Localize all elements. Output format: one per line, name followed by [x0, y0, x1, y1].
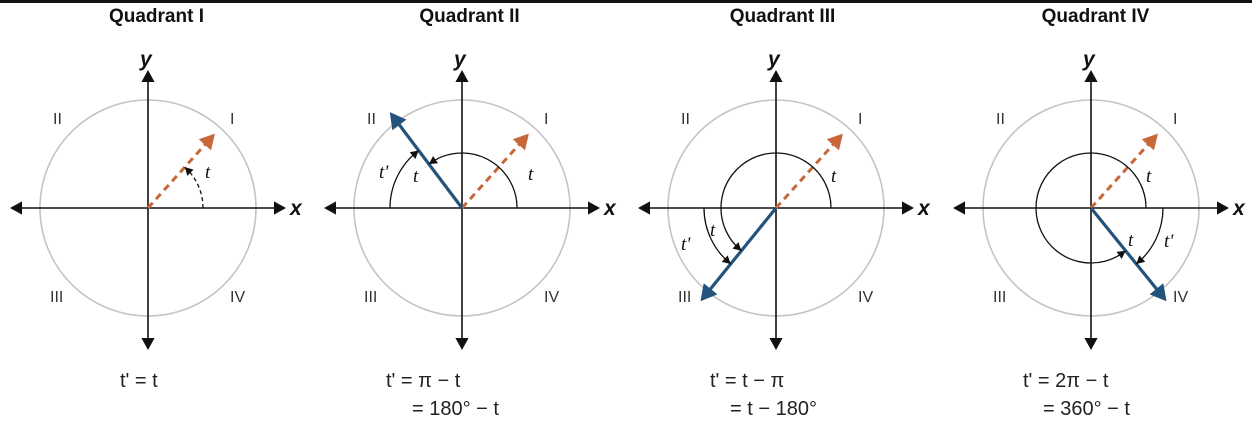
t-angle-label: t: [205, 162, 211, 183]
quadrant-numeral-I: I: [230, 111, 234, 128]
reference-arrowhead: [1141, 133, 1158, 151]
equation-line-1: t' = 2π − t: [1023, 370, 1109, 392]
y-axis-label: y: [139, 48, 153, 71]
t-prime-arc: [703, 207, 732, 265]
quadrant-numeral-II: II: [367, 111, 376, 128]
x-axis-arrow-right: [1217, 201, 1229, 215]
panel-title: Quadrant I: [108, 6, 204, 27]
x-axis-label: x: [603, 197, 617, 220]
t-arc-arrow: [1116, 250, 1126, 260]
t-prime-arc-arrow: [409, 150, 419, 160]
y-axis-label: y: [767, 48, 781, 71]
equation-line-1: t' = π − t: [386, 370, 461, 392]
equation-line-2: = 180° − t: [412, 398, 499, 420]
panel-title: Quadrant IV: [1041, 6, 1150, 27]
t-angle-label: t: [528, 164, 534, 185]
t-angle-arc: [720, 152, 832, 252]
t-angle-label-inner: t: [1128, 230, 1134, 251]
terminal-arrowhead: [700, 283, 718, 302]
terminal-angle-arrow: [1089, 206, 1159, 292]
x-axis-label: x: [289, 197, 303, 220]
t-angle-arc: [428, 152, 518, 209]
terminal-angle-arrow: [708, 206, 778, 292]
t-angle-label-inner: t: [413, 166, 419, 187]
t-angle-label-inner: t: [710, 220, 716, 241]
quadrant-numeral-III: III: [678, 289, 691, 306]
equation-line-2: = t − 180°: [730, 398, 817, 420]
quadrant-numeral-I: I: [858, 111, 862, 128]
equation-line-2: = 360° − t: [1043, 398, 1130, 420]
t-prime-arc: [1135, 207, 1164, 265]
top-rule: [0, 0, 1252, 3]
reference-angle-arrow: [774, 143, 835, 210]
reference-angle-arrow: [146, 143, 207, 210]
t-angle-label: t: [1146, 166, 1152, 187]
y-axis-arrow-up: [1084, 70, 1098, 82]
quadrant-numeral-I: I: [544, 111, 548, 128]
y-axis-label: y: [1082, 48, 1096, 71]
reference-arrowhead: [512, 133, 529, 151]
quadrant-numeral-IV: IV: [544, 289, 559, 306]
y-axis-arrow-down: [1084, 338, 1098, 350]
quadrant-numeral-IV: IV: [1173, 289, 1188, 306]
t-prime-label: t': [1164, 231, 1174, 252]
y-axis-label: y: [453, 48, 467, 71]
x-axis-arrow-right: [902, 201, 914, 215]
t-angle-arc: [1035, 152, 1147, 264]
t-prime-arc-arrow: [721, 255, 731, 264]
panel-title: Quadrant III: [729, 6, 836, 27]
quadrant-numeral-II: II: [53, 111, 62, 128]
quadrant-numeral-II: II: [996, 111, 1005, 128]
reference-arrowhead: [826, 133, 843, 151]
y-axis-arrow-down: [455, 338, 469, 350]
equation-line-1: t' = t: [120, 370, 158, 392]
y-axis-arrow-up: [769, 70, 783, 82]
quadrant-numeral-IV: IV: [230, 289, 245, 306]
t-prime-arc-arrow: [1136, 255, 1146, 264]
x-axis-arrow-left: [638, 201, 650, 215]
t-arc-arrow: [732, 242, 742, 251]
equation-line-1: t' = t − π: [710, 370, 785, 392]
quadrant-numeral-III: III: [993, 289, 1006, 306]
quadrant-numeral-II: II: [681, 111, 690, 128]
reference-angle-arrow: [1089, 143, 1150, 210]
reference-angle-arrow: [460, 143, 521, 210]
y-axis-arrow-down: [141, 338, 155, 350]
x-axis-arrow-right: [588, 201, 600, 215]
x-axis-arrow-left: [10, 201, 22, 215]
t-angle-label: t: [831, 166, 837, 187]
panel-title: Quadrant II: [419, 6, 520, 27]
t-prime-label: t': [379, 162, 389, 183]
y-axis-arrow-down: [769, 338, 783, 350]
quadrant-numeral-I: I: [1173, 111, 1177, 128]
quadrant-numeral-III: III: [50, 289, 63, 306]
y-axis-arrow-up: [141, 70, 155, 82]
y-axis-arrow-up: [455, 70, 469, 82]
t-arc-arrow: [184, 167, 194, 176]
x-axis-arrow-right: [274, 201, 286, 215]
x-axis-arrow-left: [953, 201, 965, 215]
reference-arrowhead: [198, 133, 215, 151]
x-axis-arrow-left: [324, 201, 336, 215]
quadrant-numeral-IV: IV: [858, 289, 873, 306]
terminal-arrowhead: [1149, 283, 1167, 302]
x-axis-label: x: [917, 197, 931, 220]
t-prime-label: t': [681, 234, 691, 255]
terminal-angle-arrow: [396, 122, 464, 209]
t-arc-arrow: [428, 155, 438, 165]
quadrant-numeral-III: III: [364, 289, 377, 306]
terminal-arrowhead: [389, 112, 407, 131]
x-axis-label: x: [1232, 197, 1246, 220]
